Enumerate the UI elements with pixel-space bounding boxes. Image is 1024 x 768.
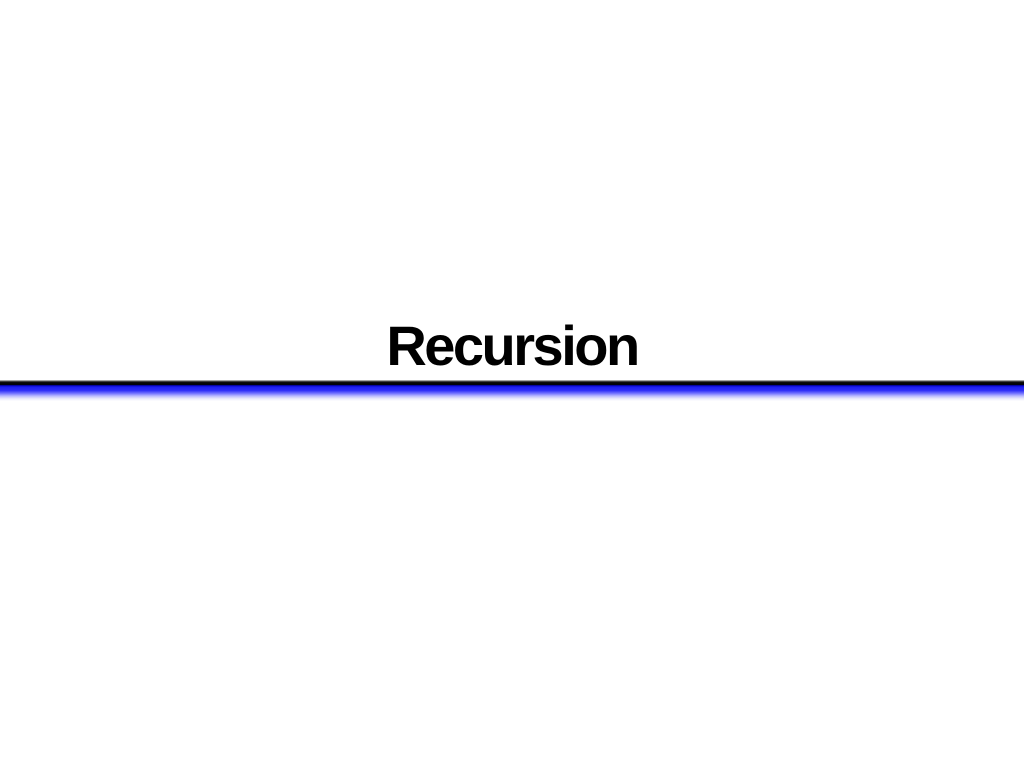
slide-title: Recursion bbox=[386, 314, 640, 377]
title-divider-line bbox=[0, 380, 1024, 401]
